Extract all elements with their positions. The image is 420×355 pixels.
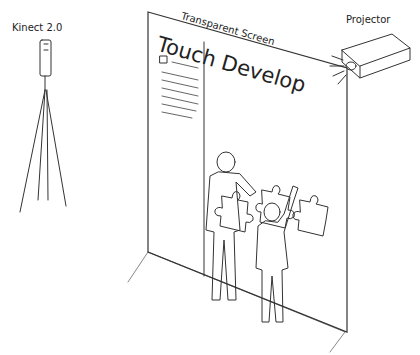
kinect-detail: [44, 44, 48, 50]
code-lines: [162, 62, 198, 118]
screen-title: Touch Develop: [154, 32, 308, 97]
puzzle-piece: [293, 196, 328, 236]
person-body: [206, 172, 256, 300]
floor-line: [128, 252, 345, 352]
person-head: [264, 203, 280, 221]
person-head: [217, 152, 235, 172]
tripod: [20, 76, 66, 212]
screen-divider: [204, 42, 205, 276]
device-label: Kinect 2.0: [12, 22, 62, 33]
person-body: [256, 186, 298, 322]
kinect-sensor: [40, 40, 51, 76]
projector-body: [342, 34, 410, 78]
projector-beam: [330, 56, 346, 84]
puzzle-piece: [215, 192, 253, 232]
device-label: Projector: [346, 14, 390, 25]
transparent-screen: Transparent ScreenTouch Develop: [145, 10, 350, 335]
